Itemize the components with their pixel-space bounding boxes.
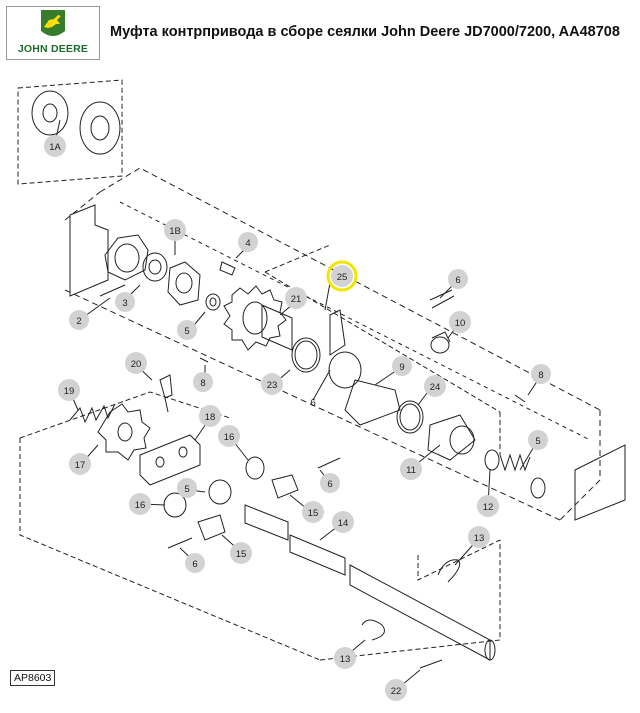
svg-text:15: 15 — [236, 549, 247, 560]
callout-23[interactable]: 23 — [261, 373, 283, 395]
callout-4[interactable]: 4 — [238, 232, 258, 252]
john-deere-deer-icon — [41, 10, 65, 36]
svg-text:12: 12 — [483, 502, 494, 513]
logo-text: JOHN DEERE — [17, 43, 89, 55]
svg-text:5: 5 — [184, 484, 189, 495]
svg-text:13: 13 — [474, 533, 485, 544]
callout-1B[interactable]: 1B — [164, 219, 186, 241]
svg-text:2: 2 — [76, 316, 81, 327]
callout-11[interactable]: 11 — [400, 458, 422, 480]
callout-5a[interactable]: 5 — [177, 320, 197, 340]
callout-6c[interactable]: 6 — [185, 553, 205, 573]
svg-text:11: 11 — [406, 465, 416, 476]
svg-text:15: 15 — [308, 508, 319, 519]
callout-1A[interactable]: 1A — [44, 135, 66, 157]
svg-text:25: 25 — [337, 272, 348, 283]
svg-text:1A: 1A — [49, 142, 61, 153]
svg-text:16: 16 — [135, 500, 146, 511]
john-deere-logo: JOHN DEERE — [6, 6, 100, 60]
page-title: Муфта контрпривода в сборе сеялки John D… — [110, 24, 620, 40]
svg-text:4: 4 — [245, 238, 250, 249]
callout-15a[interactable]: 15 — [302, 501, 324, 523]
callout-8a[interactable]: 8 — [193, 372, 213, 392]
svg-text:21: 21 — [291, 294, 302, 305]
callout-25-highlight — [326, 260, 358, 292]
callout-13a[interactable]: 13 — [468, 526, 490, 548]
svg-text:14: 14 — [338, 518, 349, 529]
svg-text:5: 5 — [535, 436, 540, 447]
svg-text:23: 23 — [267, 380, 278, 391]
callout-7[interactable]: 6 — [310, 398, 316, 409]
svg-text:6: 6 — [455, 275, 460, 286]
svg-text:16: 16 — [224, 432, 235, 443]
callout-19[interactable]: 19 — [58, 379, 80, 401]
callout-6a[interactable]: 6 — [448, 269, 468, 289]
callout-24[interactable]: 24 — [424, 375, 446, 397]
callout-17[interactable]: 17 — [69, 453, 91, 475]
svg-text:8: 8 — [538, 370, 543, 381]
svg-text:20: 20 — [131, 359, 142, 370]
callout-9[interactable]: 9 — [392, 356, 412, 376]
callout-5b[interactable]: 5 — [177, 478, 197, 498]
callout-3[interactable]: 3 — [115, 292, 135, 312]
callout-16b[interactable]: 16 — [129, 493, 151, 515]
callout-12[interactable]: 12 — [477, 495, 499, 517]
svg-text:6: 6 — [327, 479, 332, 490]
header: JOHN DEERE Муфта контрпривода в сборе се… — [0, 0, 640, 70]
callout-21[interactable]: 21 — [285, 287, 307, 309]
reference-code: AP8603 — [10, 670, 56, 686]
callout-labels: 1A 1B 2 3 4 5 5 5 6 6 6 8 8 9 10 11 12 1… — [44, 135, 551, 701]
svg-text:3: 3 — [122, 298, 127, 309]
svg-text:5: 5 — [184, 326, 189, 337]
callout-13b[interactable]: 13 — [334, 647, 356, 669]
svg-text:13: 13 — [340, 654, 351, 665]
callout-20[interactable]: 20 — [125, 352, 147, 374]
callout-8b[interactable]: 8 — [531, 364, 551, 384]
callout-22[interactable]: 22 — [385, 679, 407, 701]
svg-text:1B: 1B — [169, 226, 181, 237]
callout-5c[interactable]: 5 — [528, 430, 548, 450]
svg-text:24: 24 — [430, 382, 441, 393]
svg-text:17: 17 — [75, 460, 86, 471]
callout-25[interactable]: 25 — [331, 265, 353, 287]
svg-text:22: 22 — [391, 686, 402, 697]
svg-text:9: 9 — [399, 362, 404, 373]
callout-10[interactable]: 10 — [449, 311, 471, 333]
callout-18[interactable]: 18 — [199, 405, 221, 427]
svg-text:19: 19 — [64, 386, 75, 397]
callout-16a[interactable]: 16 — [218, 425, 240, 447]
callout-2[interactable]: 2 — [69, 310, 89, 330]
svg-text:18: 18 — [205, 412, 216, 423]
callout-15b[interactable]: 15 — [230, 542, 252, 564]
callout-6b[interactable]: 6 — [320, 473, 340, 493]
svg-text:8: 8 — [200, 378, 205, 389]
callout-14[interactable]: 14 — [332, 511, 354, 533]
svg-text:6: 6 — [192, 559, 197, 570]
svg-text:10: 10 — [455, 318, 466, 329]
